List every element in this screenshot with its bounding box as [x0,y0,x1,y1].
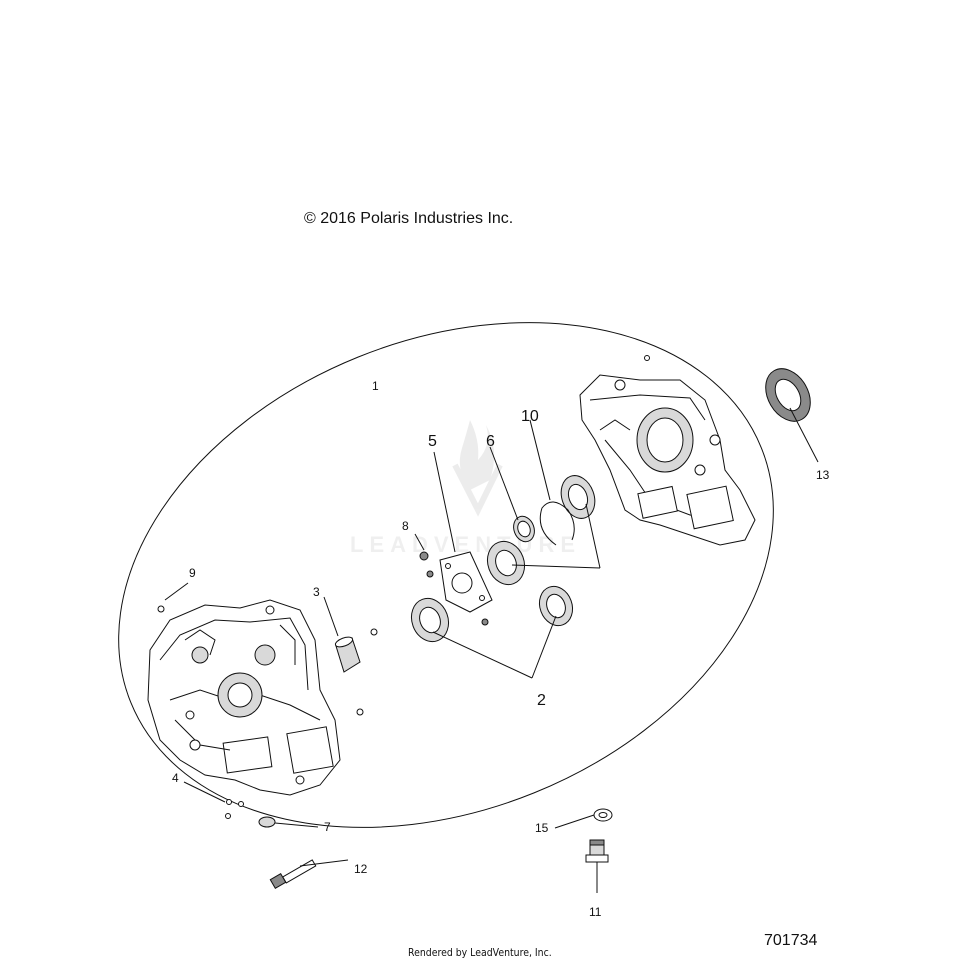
plug-part [258,816,276,828]
drain-plug-part [585,839,609,863]
assembly-outline-ellipse [118,322,774,828]
watermark-text: LEADVENTURE [350,532,581,557]
bushing-part [334,636,361,673]
watermark-logo [452,420,503,517]
bearing-right [538,585,574,627]
copyright-notice: © 2016 Polaris Industries Inc. [304,210,514,227]
callout-6: 6 [486,433,495,450]
bolt-part [269,859,317,890]
callout-11: 11 [589,905,602,919]
callout-8: 8 [402,519,409,533]
left-crankcase-half [147,599,341,796]
callout-3: 3 [313,585,320,599]
callout-13: 13 [816,468,830,482]
callout-9: 9 [189,566,196,580]
callout-5: 5 [428,433,437,450]
callout-2: 2 [537,692,546,709]
ring-part [513,515,535,543]
bearing-center [486,540,526,586]
callout-1: 1 [372,379,379,393]
bearing-left [410,597,450,643]
oil-seal-part [765,368,811,422]
right-crankcase-half [579,374,756,546]
snap-ring-part [539,501,575,546]
bearing-upper [560,475,596,519]
rendered-by-credit: Rendered by LeadVenture, Inc. [408,946,552,959]
callout-labels: 1 2 3 4 5 6 7 8 9 10 11 12 13 15 [172,379,830,919]
diagram-id: 701734 [764,932,818,949]
gasket-plate-part [439,551,493,613]
callout-7: 7 [324,820,331,834]
callout-4: 4 [172,771,179,785]
washer-part [593,808,613,822]
callout-15: 15 [535,821,549,835]
callout-10: 10 [521,408,539,425]
fasteners [157,355,650,819]
leader-lines [164,407,819,893]
callout-12: 12 [354,862,368,876]
